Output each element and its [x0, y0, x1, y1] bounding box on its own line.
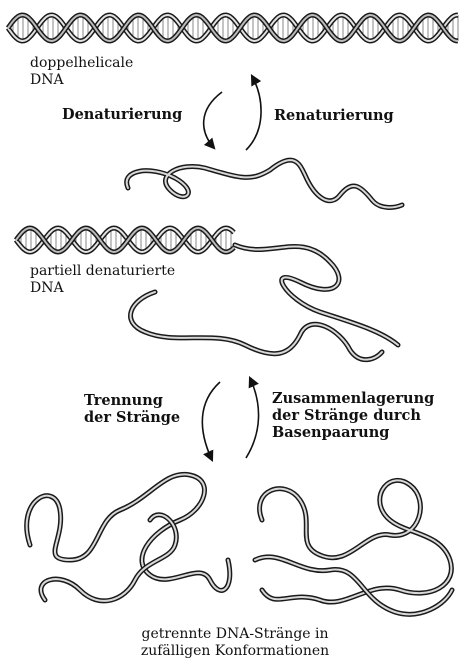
- renaturation-arrow: [246, 76, 261, 150]
- separated-strands-label: getrennte DNA-Stränge in zufälligen Konf…: [110, 626, 360, 660]
- strand-association-arrow: [246, 378, 259, 458]
- strand-separation-arrow: [202, 382, 220, 460]
- renaturation-label: Renaturierung: [274, 107, 394, 124]
- separated-strands-left: [27, 474, 230, 600]
- separated-strands-right: [255, 480, 452, 614]
- strand-association-label: Zusammenlagerung der Stränge durch Basen…: [272, 390, 434, 441]
- denaturation-arrow: [204, 92, 222, 148]
- strand-separation-label: Trennung der Stränge: [84, 392, 180, 426]
- denaturation-label: Denaturierung: [62, 106, 182, 123]
- double-helix-top: [8, 15, 458, 41]
- single-strand-loop: [127, 160, 402, 207]
- double-helix-label: doppelhelicale DNA: [30, 55, 133, 89]
- partially-denatured-label: partiell denaturierte DNA: [30, 263, 175, 297]
- partially-denatured-helix: [16, 228, 234, 252]
